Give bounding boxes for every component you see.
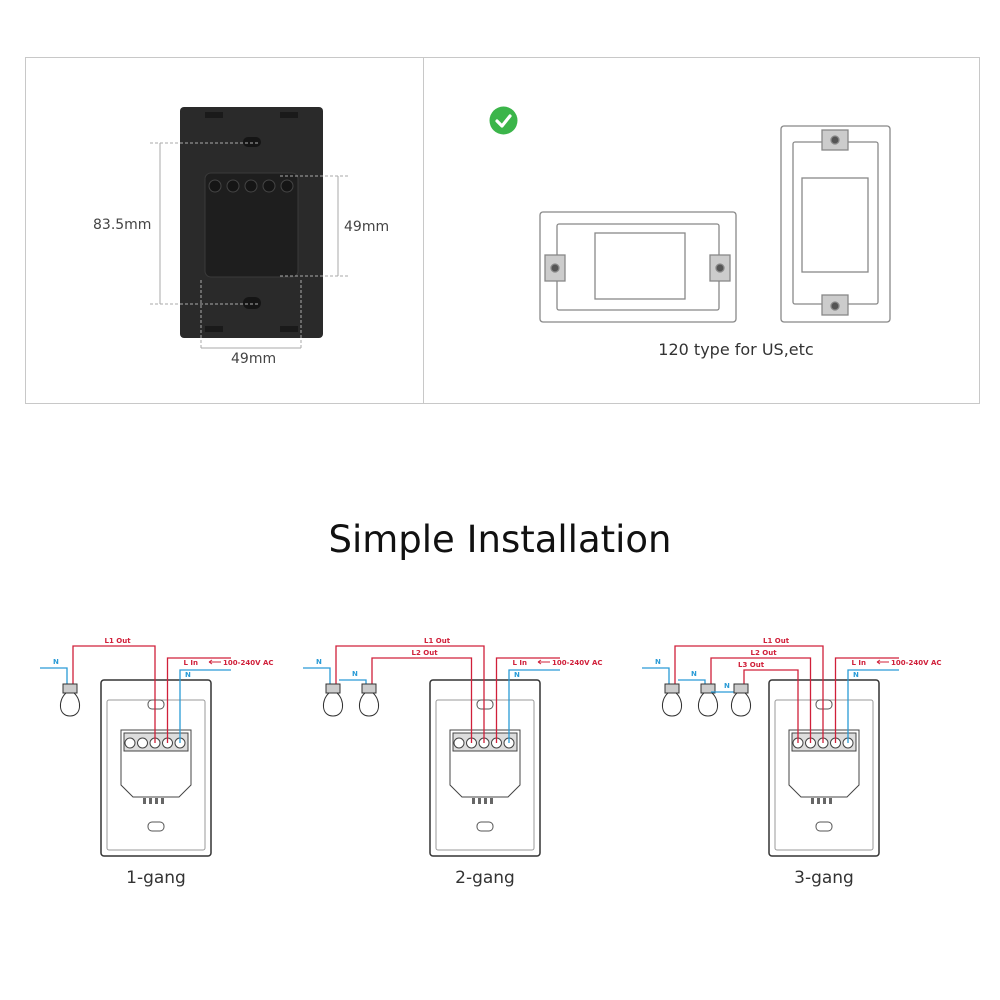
bulb-neutral-label: N: [352, 670, 358, 678]
output-label: L1 Out: [424, 637, 451, 645]
vent: [472, 798, 475, 804]
line-in-label: L In: [513, 659, 528, 667]
bulb-neutral-wire: [303, 667, 331, 686]
bulb-neutral-label: N: [316, 658, 322, 666]
terminal-screw: [453, 737, 465, 749]
supply-label: 100-240V AC: [552, 659, 603, 667]
neutral-wire: [179, 669, 231, 743]
bulb-base: [664, 683, 680, 694]
bulb-base: [62, 683, 78, 694]
check-circle-icon: [489, 106, 518, 135]
bulb-neutral-label: N: [724, 682, 730, 690]
plate-slot: [815, 699, 833, 710]
neutral-label: N: [853, 671, 859, 679]
line-in-wire: [495, 657, 560, 743]
horizontal-wall-box: [539, 211, 737, 323]
vent: [155, 798, 158, 804]
vertical-wall-box: [780, 125, 891, 323]
arrow-icon: [876, 659, 889, 665]
terminal-screw: [137, 737, 148, 749]
switch-plate: [429, 679, 541, 857]
supply-label: 100-240V AC: [223, 659, 274, 667]
bulb-icon: [698, 692, 718, 717]
neutral-label: N: [514, 671, 520, 679]
plate-slot: [815, 821, 833, 832]
terminal-screw: [124, 737, 136, 749]
bulb-icon: [662, 692, 682, 717]
gang-label: 1-gang: [126, 868, 186, 888]
switch-plate: [100, 679, 212, 857]
gang-label: 2-gang: [455, 868, 515, 888]
bulb-icon: [731, 692, 751, 717]
vent: [829, 798, 832, 804]
plate-slot: [476, 699, 494, 710]
wall-box-type-label: 120 type for US,etc: [658, 340, 814, 359]
terminal-block: [788, 729, 860, 798]
bulb-neutral-wire: [642, 667, 670, 686]
vent: [823, 798, 826, 804]
vent: [149, 798, 152, 804]
output-label: L3 Out: [738, 661, 765, 669]
vent: [490, 798, 493, 804]
bulb-neutral-label: N: [691, 670, 697, 678]
bulb-base: [733, 683, 749, 694]
load-wire: [674, 645, 824, 743]
width-dimension: 49mm: [231, 351, 277, 367]
vent: [478, 798, 481, 804]
section-title: Simple Installation: [328, 518, 672, 561]
load-wire: [72, 645, 156, 743]
line-in-label: L In: [852, 659, 867, 667]
plate-slot: [147, 821, 165, 832]
line-in-label: L In: [184, 659, 199, 667]
vent: [484, 798, 487, 804]
vent: [811, 798, 814, 804]
switch-back-dimensions: [150, 107, 350, 350]
line-in-wire: [166, 657, 231, 743]
height-dimension: 83.5mm: [93, 217, 152, 233]
neutral-wire: [847, 669, 899, 743]
panel-divider: [423, 57, 424, 404]
line-in-wire: [834, 657, 899, 743]
neutral-label: N: [185, 671, 191, 679]
terminal-block: [120, 729, 192, 798]
output-label: L2 Out: [751, 649, 778, 657]
supply-label: 100-240V AC: [891, 659, 942, 667]
bulb-neutral-wire: [40, 667, 68, 686]
gang-label: 3-gang: [794, 868, 854, 888]
dimensions-panel: [25, 57, 980, 404]
arrow-icon: [208, 659, 221, 665]
vent: [161, 798, 164, 804]
wall-boxes-illustration: [539, 125, 891, 323]
arrow-icon: [537, 659, 550, 665]
neutral-wire: [508, 669, 560, 743]
load-wire: [335, 645, 485, 743]
bulb-icon: [323, 692, 343, 717]
bulb-neutral-label: N: [53, 658, 59, 666]
bulb-base: [325, 683, 341, 694]
vent: [143, 798, 146, 804]
plate-slot: [147, 699, 165, 710]
terminal-block: [449, 729, 521, 798]
bulb-neutral-label: N: [655, 658, 661, 666]
plate-slot: [476, 821, 494, 832]
bulb-icon: [60, 692, 80, 717]
output-label: L1 Out: [105, 637, 132, 645]
output-label: L1 Out: [763, 637, 790, 645]
load-wire: [371, 657, 473, 743]
output-label: L2 Out: [412, 649, 439, 657]
load-wire: [710, 657, 812, 743]
switch-plate: [768, 679, 880, 857]
vent: [817, 798, 820, 804]
bulb-base: [361, 683, 377, 694]
bulb-icon: [359, 692, 379, 717]
inner-height-dimension: 49mm: [344, 219, 390, 235]
load-wire: [743, 669, 799, 743]
